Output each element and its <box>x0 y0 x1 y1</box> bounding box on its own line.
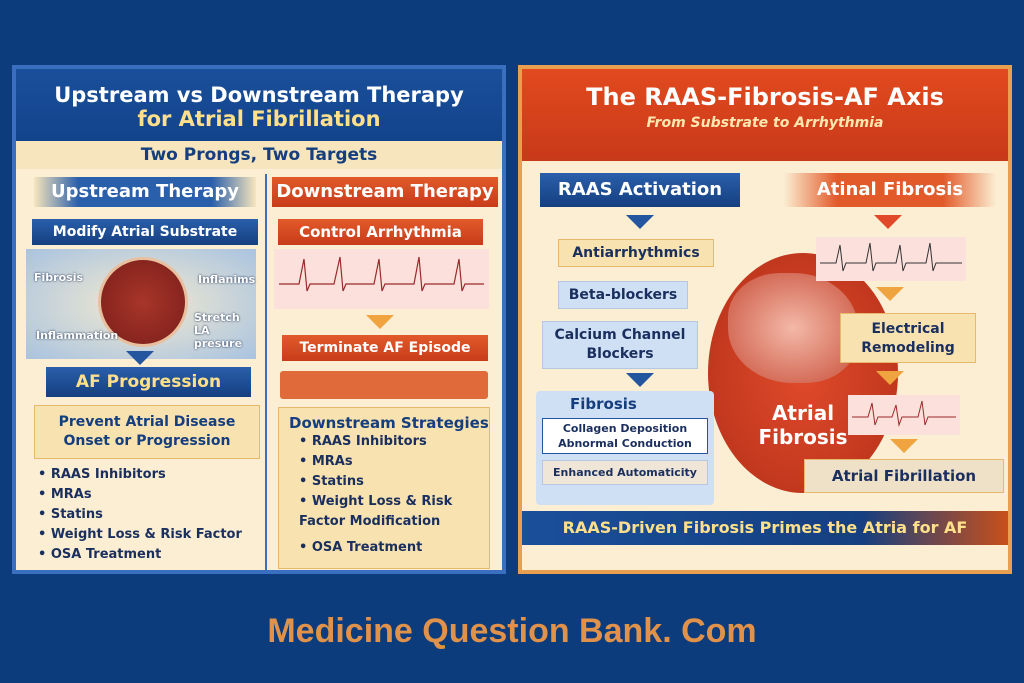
fibrosis-title: Fibrosis <box>570 395 637 413</box>
electrical-remodeling: Electrical Remodeling <box>840 313 976 363</box>
list-item: Statins <box>299 472 479 492</box>
upstream-downstream-panel: Upstream vs Downstream Therapy for Atria… <box>12 65 506 574</box>
right-title: The RAAS-Fibrosis-AF Axis <box>586 83 944 111</box>
heart-icon <box>728 273 858 383</box>
label-fibrosis: Fibrosis <box>34 271 84 284</box>
ecg-strip <box>848 395 960 435</box>
heart-illustration: Fibrosis Inflanims Inflammation Stretch … <box>26 249 256 359</box>
upstream-header: Upstream Therapy <box>34 177 256 207</box>
list-item: OSA Treatment <box>38 545 262 565</box>
right-subtitle: From Substrate to Arrhythmia <box>646 115 884 131</box>
down-arrow-icon <box>626 215 654 229</box>
down-arrow-icon <box>874 215 902 229</box>
downstream-header: Downstream Therapy <box>272 177 498 207</box>
modify-substrate-box: Modify Atrial Substrate <box>32 219 258 245</box>
upstream-list: RAAS Inhibitors MRAs Statins Weight Loss… <box>38 465 262 565</box>
label-stretch: Stretch LA presure <box>194 311 243 350</box>
list-item: OSA Treatment <box>299 538 479 558</box>
label-inflammation: Inflammation <box>36 329 119 342</box>
down-arrow-icon <box>366 315 394 329</box>
left-subtitle: Two Prongs, Two Targets <box>16 141 502 169</box>
divider <box>265 174 267 574</box>
left-title-line2: for Atrial Fibrillation <box>137 107 381 131</box>
control-arrhythmia-box: Control Arrhythmia <box>278 219 483 245</box>
raas-axis-panel: The RAAS-Fibrosis-AF Axis From Substrate… <box>518 65 1012 574</box>
ecg-strip <box>274 249 489 309</box>
blurred-text-bar <box>280 371 488 399</box>
down-arrow-icon <box>626 373 654 387</box>
list-item: MRAs <box>299 452 479 472</box>
collagen-deposition: Collagen Deposition <box>562 422 688 435</box>
fibrosis-box: Fibrosis Collagen Deposition Abnormal Co… <box>536 391 714 505</box>
abnormal-conduction: Abnormal Conduction <box>558 437 692 450</box>
list-item: Weight Loss & Risk Factor Modification <box>299 492 479 532</box>
list-item: Statins <box>38 505 262 525</box>
calcium-channel-blockers: Calcium Channel Blockers <box>542 321 698 369</box>
collagen-box: Collagen Deposition Abnormal Conduction <box>542 418 708 454</box>
watermark: Medicine Question Bank. Com <box>267 612 757 650</box>
downstream-strategies: Downstream Strategies RAAS Inhibitors MR… <box>278 407 490 569</box>
down-arrow-icon <box>876 371 904 385</box>
strategies-title: Downstream Strategies <box>289 414 489 432</box>
down-arrow-icon <box>876 287 904 301</box>
atrial-fibrosis-center: Atrial Fibrosis <box>758 401 848 449</box>
list-item: RAAS Inhibitors <box>38 465 262 485</box>
left-title-line1: Upstream vs Downstream Therapy <box>54 83 464 107</box>
antiarrhythmics: Antiarrhythmics <box>558 239 714 267</box>
right-header: The RAAS-Fibrosis-AF Axis From Substrate… <box>522 69 1008 161</box>
heart-circle: Atrial Fibrosis <box>708 253 898 493</box>
right-footer: RAAS-Driven Fibrosis Primes the Atria fo… <box>522 511 1008 545</box>
ecg-strip <box>816 237 966 281</box>
list-item: Weight Loss & Risk Factor <box>38 525 262 545</box>
left-header: Upstream vs Downstream Therapy for Atria… <box>16 69 502 169</box>
atrial-fibrillation: Atrial Fibrillation <box>804 459 1004 493</box>
beta-blockers: Beta-blockers <box>558 281 688 309</box>
enhanced-automaticity: Enhanced Automaticity <box>542 460 708 485</box>
raas-activation: RAAS Activation <box>540 173 740 207</box>
list-item: RAAS Inhibitors <box>299 432 479 452</box>
heart-icon <box>98 257 188 347</box>
list-item: MRAs <box>38 485 262 505</box>
atrial-fibrosis-header: Atinal Fibrosis <box>784 173 996 207</box>
label-inflanims: Inflanims <box>198 273 256 286</box>
terminate-af-box: Terminate AF Episode <box>282 335 488 361</box>
down-arrow-icon <box>126 351 154 365</box>
prevent-goal: Prevent Atrial Disease Onset or Progress… <box>34 405 260 459</box>
af-progression: AF Progression <box>46 367 251 397</box>
down-arrow-icon <box>890 439 918 453</box>
